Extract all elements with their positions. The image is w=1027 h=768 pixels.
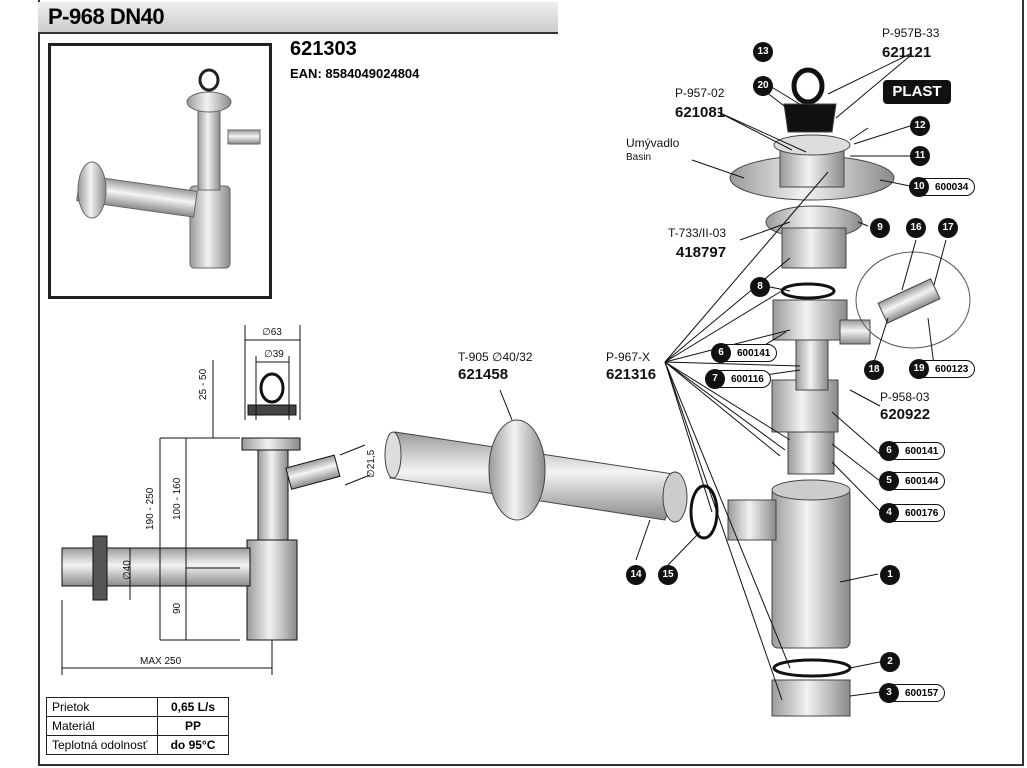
dim-100-160: 100 - 160 bbox=[172, 477, 183, 520]
callout-4-pill: 4 600176 bbox=[879, 503, 946, 523]
spec-key: Teplotná odolnosť bbox=[46, 735, 158, 755]
label-p95702: P-957-02 bbox=[675, 86, 725, 100]
spec-table: Prietok 0,65 L/s Materiál PP Teplotná od… bbox=[46, 697, 229, 755]
page-title: P-968 DN40 bbox=[48, 4, 165, 29]
dim-90: 90 bbox=[172, 602, 183, 614]
callout-4: 4 bbox=[879, 503, 899, 523]
leader-lines bbox=[499, 53, 947, 701]
code-600116: 600116 bbox=[731, 374, 764, 385]
spec-row: Teplotná odolnosť do 95°C bbox=[46, 735, 229, 755]
callout-12: 12 bbox=[910, 116, 930, 136]
spec-value: 0,65 L/s bbox=[157, 697, 229, 717]
exploded-parts bbox=[384, 67, 971, 717]
code-418797: 418797 bbox=[676, 244, 727, 261]
callout-11: 11 bbox=[910, 146, 930, 166]
callout-3: 3 bbox=[879, 683, 899, 703]
code-620922: 620922 bbox=[880, 406, 931, 423]
callout-6a-pill: 6 600141 bbox=[711, 343, 778, 363]
code-621081: 621081 bbox=[675, 104, 726, 121]
label-t733: T-733/II-03 bbox=[668, 226, 727, 240]
code-621316: 621316 bbox=[606, 366, 657, 383]
dim-d39: ∅39 bbox=[264, 349, 284, 360]
callout-8: 8 bbox=[750, 277, 770, 297]
dim-190-250: 190 - 250 bbox=[145, 487, 156, 530]
code-600144: 600144 bbox=[905, 476, 939, 487]
callout-14: 14 bbox=[626, 565, 646, 585]
spec-key: Prietok bbox=[46, 697, 158, 717]
code-600157: 600157 bbox=[905, 688, 939, 699]
photo-siphon bbox=[76, 68, 261, 269]
callout-7-pill: 7 600116 bbox=[705, 369, 771, 389]
code-600141a: 600141 bbox=[737, 348, 771, 359]
label-p967: P-967-X bbox=[606, 350, 651, 364]
spec-row: Prietok 0,65 L/s bbox=[46, 697, 229, 717]
callout-5-pill: 5 600144 bbox=[879, 471, 946, 491]
code-621121: 621121 bbox=[882, 44, 932, 61]
page-frame bbox=[38, 0, 1024, 766]
technical-drawing bbox=[61, 325, 371, 675]
callout-7: 7 bbox=[705, 369, 725, 389]
label-p957b33: P-957B-33 bbox=[882, 26, 940, 40]
code-600034: 600034 bbox=[935, 182, 969, 193]
label-p95803: P-958-03 bbox=[880, 390, 930, 404]
callout-19: 19 bbox=[909, 359, 929, 379]
spec-value: PP bbox=[157, 716, 229, 736]
label-basin-en: Basin bbox=[626, 152, 652, 163]
callout-2: 2 bbox=[880, 652, 900, 672]
ean-code: EAN: 8584049024804 bbox=[290, 66, 420, 81]
callout-10: 10 bbox=[909, 177, 929, 197]
label-t905: T-905 ∅40/32 bbox=[458, 350, 533, 364]
callout-10-pill: 10 600034 bbox=[909, 177, 976, 197]
code-600176: 600176 bbox=[905, 508, 939, 519]
callout-15: 15 bbox=[658, 565, 678, 585]
dim-25-50: 25 - 50 bbox=[198, 368, 209, 400]
dim-d40: ∅40 bbox=[122, 560, 133, 580]
product-code: 621303 bbox=[290, 38, 357, 60]
callout-20: 20 bbox=[753, 76, 773, 96]
dim-max250: MAX 250 bbox=[140, 656, 182, 667]
callout-18: 18 bbox=[864, 360, 884, 380]
callout-16: 16 bbox=[906, 218, 926, 238]
label-basin-cz: Umývadlo bbox=[626, 136, 680, 150]
callout-5: 5 bbox=[879, 471, 899, 491]
callout-19-pill: 19 600123 bbox=[909, 359, 976, 379]
code-600141b: 600141 bbox=[905, 446, 939, 457]
dim-d63: ∅63 bbox=[262, 327, 282, 338]
plast-badge: PLAST bbox=[883, 80, 951, 104]
callout-3-pill: 3 600157 bbox=[879, 683, 946, 703]
code-600123: 600123 bbox=[935, 364, 969, 375]
callout-6b-pill: 6 600141 bbox=[879, 441, 946, 461]
callout-6a: 6 bbox=[711, 343, 731, 363]
callout-1: 1 bbox=[880, 565, 900, 585]
callout-9: 9 bbox=[870, 218, 890, 238]
callout-17: 17 bbox=[938, 218, 958, 238]
spec-row: Materiál PP bbox=[46, 716, 229, 736]
callout-6b: 6 bbox=[879, 441, 899, 461]
title-bar bbox=[38, 2, 558, 34]
callout-13: 13 bbox=[753, 42, 773, 62]
spec-key: Materiál bbox=[46, 716, 158, 736]
code-621458: 621458 bbox=[458, 366, 509, 383]
spec-value: do 95°C bbox=[157, 735, 229, 755]
dim-d21-5: ∅21,5 bbox=[366, 449, 377, 478]
